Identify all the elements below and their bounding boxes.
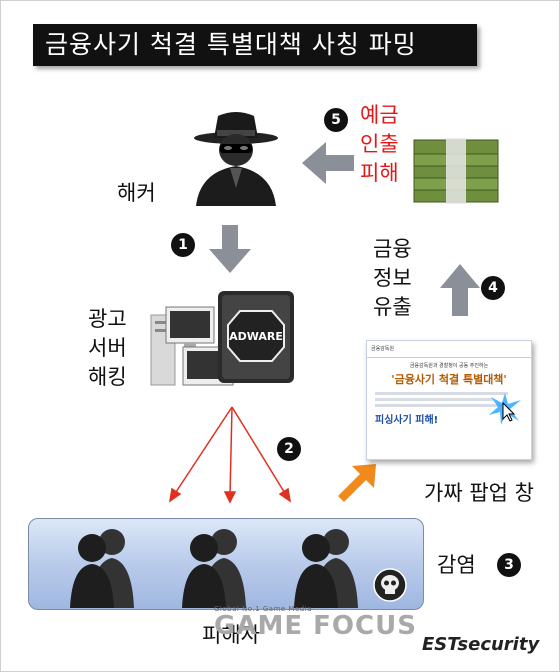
- leak-label-3: 유출: [373, 295, 412, 319]
- step-3-badge: 3: [497, 553, 521, 577]
- leak-label-1: 금융: [373, 237, 412, 261]
- popup-body-lines: [375, 392, 523, 407]
- step-5-badge: 5: [324, 108, 348, 132]
- person-silhouette-icon: [70, 529, 358, 608]
- step-1-badge: 1: [171, 233, 195, 257]
- skull-icon: [373, 568, 407, 602]
- step-4-badge: 4: [481, 276, 505, 300]
- watermark-logo: Global No.1 Game Media GAME FOCUS: [214, 605, 417, 641]
- cursor-icon: [489, 393, 521, 425]
- money-stack-icon: [413, 138, 499, 204]
- hacker-label: 해커: [117, 181, 156, 205]
- withdrawal-label-3: 피해: [360, 161, 399, 185]
- victim-label: 피해자: [202, 623, 260, 647]
- popup-header: 금융감독원: [367, 341, 531, 358]
- spread-arrows: [168, 406, 292, 504]
- ad-server-label-3: 해킹: [88, 365, 127, 389]
- arrow-left-icon: [302, 142, 354, 184]
- page-title: 금융사기 척결 특별대책 사칭 파밍: [33, 24, 477, 66]
- leak-label-2: 정보: [373, 266, 412, 290]
- fake-popup-window: 금융감독원 금융감독원과 경찰청이 공동 추진하는 '금융사기 척결 특별대책'…: [366, 340, 532, 460]
- arrow-orange-icon: [338, 464, 376, 502]
- hacker-icon: [194, 112, 278, 206]
- adware-sign-text: ADWARE: [229, 330, 283, 343]
- withdrawal-label-2: 인출: [360, 132, 399, 156]
- withdrawal-label-1: 예금: [360, 103, 399, 127]
- watermark-tagline: Global No.1 Game Media: [214, 605, 312, 613]
- ad-server-label-2: 서버: [88, 336, 127, 360]
- brand-logo: ESTsecurity: [422, 634, 540, 655]
- arrow-up-icon: [440, 264, 480, 316]
- popup-label: 가짜 팝업 창: [424, 481, 534, 505]
- popup-title: '금융사기 척결 특별대책': [391, 373, 507, 386]
- popup-subtitle: 금융감독원과 경찰청이 공동 추진하는: [409, 363, 489, 369]
- ad-server-label-1: 광고: [88, 307, 127, 331]
- popup-warning: 피싱사기 피해!: [375, 415, 439, 426]
- step-2-badge: 2: [277, 437, 301, 461]
- infection-label: 감염: [437, 553, 476, 577]
- watermark-name: GAME FOCUS: [214, 611, 417, 641]
- arrow-down-icon: [209, 225, 251, 273]
- computer-server-icon: ADWARE: [150, 291, 294, 386]
